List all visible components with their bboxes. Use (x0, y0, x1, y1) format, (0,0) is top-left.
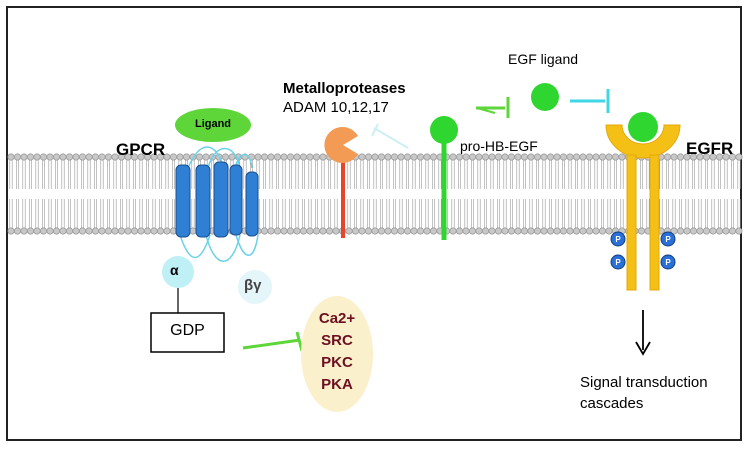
alpha-subunit (162, 256, 194, 288)
gpcr-helix (195, 164, 211, 238)
phospho-label: P (665, 258, 671, 267)
gpcr-helix (245, 171, 259, 237)
egf-ligand-label: EGF ligand (508, 51, 579, 67)
metalloproteases-label: Metalloproteases (283, 80, 406, 97)
pro-hb-egf-label: pro-HB-EGF (460, 138, 538, 154)
adam-label: ADAM 10,12,17 (283, 99, 389, 116)
egf-ligand-shape (531, 83, 559, 111)
gpcr-label: GPCR (116, 140, 166, 159)
inhibit-arrow-gdp (242, 338, 301, 350)
phospho-label: P (615, 235, 621, 244)
ligand-label: Ligand (194, 118, 232, 130)
second-messenger-item: Ca2+ (318, 310, 356, 327)
second-messenger-list: Ca2+ SRC PKC PKA (305, 308, 369, 396)
gpcr-helix (175, 164, 191, 238)
second-messenger-oval (301, 296, 373, 412)
phospho-label: P (665, 235, 671, 244)
gdp-box (150, 312, 225, 353)
diagram-frame (6, 6, 742, 441)
beta-gamma-subunit (238, 270, 272, 304)
second-messenger-item: SRC (321, 332, 353, 349)
alpha-label: α (170, 262, 179, 278)
phospho-circle (610, 254, 626, 270)
gpcr-receptor (175, 146, 259, 262)
phospho-circle (660, 231, 676, 247)
egfr-receptor (605, 112, 681, 291)
signal-transduction-label: Signal transduction cascades (580, 372, 708, 414)
egfr-label: EGFR (686, 139, 734, 158)
ligand-shape (175, 108, 251, 142)
beta-gamma-label: βγ (244, 277, 262, 294)
second-messenger-item: PKC (321, 354, 353, 371)
metalloprotease-shape (324, 127, 358, 163)
phospho-circle (660, 254, 676, 270)
egfr-bound-ligand (628, 112, 658, 142)
phospho-circle (610, 231, 626, 247)
gpcr-helix (213, 161, 229, 238)
signal-line-2: cascades (580, 395, 644, 412)
signal-line-1: Signal transduction (580, 374, 708, 391)
gdp-label: GDP (170, 322, 205, 339)
gpcr-helix (229, 164, 243, 236)
phospho-label: P (615, 258, 621, 267)
second-messenger-item: PKA (321, 376, 353, 393)
hb-egf-head (430, 116, 458, 144)
